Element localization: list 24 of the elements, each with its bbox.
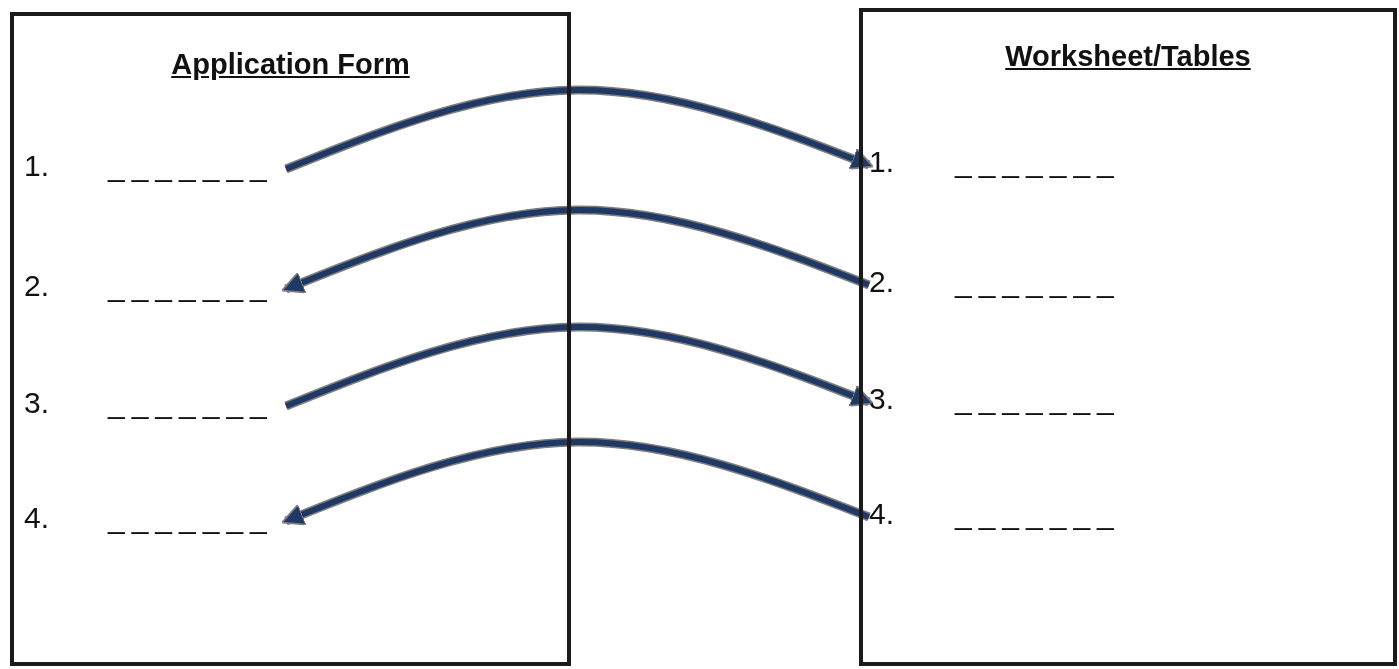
curved-arrow xyxy=(284,322,874,411)
fill-in-line: _______ xyxy=(108,269,274,303)
item-number: 4. xyxy=(24,501,50,535)
panel-box xyxy=(10,12,571,666)
fill-in-line: _______ xyxy=(108,149,274,183)
item-number: 3. xyxy=(869,382,895,416)
item-number: 1. xyxy=(869,145,895,179)
panel-heading: Application Form xyxy=(170,48,411,81)
curved-arrow xyxy=(281,205,871,294)
fill-in-line: _______ xyxy=(955,265,1121,299)
curved-arrow xyxy=(284,85,874,174)
fill-in-line: _______ xyxy=(108,501,274,535)
panel-box xyxy=(859,8,1397,666)
fill-in-line: _______ xyxy=(955,497,1121,531)
item-number: 3. xyxy=(24,386,50,420)
curved-arrow xyxy=(281,437,871,526)
fill-in-line: _______ xyxy=(108,386,274,420)
item-number: 2. xyxy=(869,265,895,299)
item-number: 1. xyxy=(24,149,50,183)
fill-in-line: _______ xyxy=(955,382,1121,416)
item-number: 2. xyxy=(24,269,50,303)
item-number: 4. xyxy=(869,497,895,531)
fill-in-line: _______ xyxy=(955,145,1121,179)
panel-heading: Worksheet/Tables xyxy=(1004,40,1252,73)
